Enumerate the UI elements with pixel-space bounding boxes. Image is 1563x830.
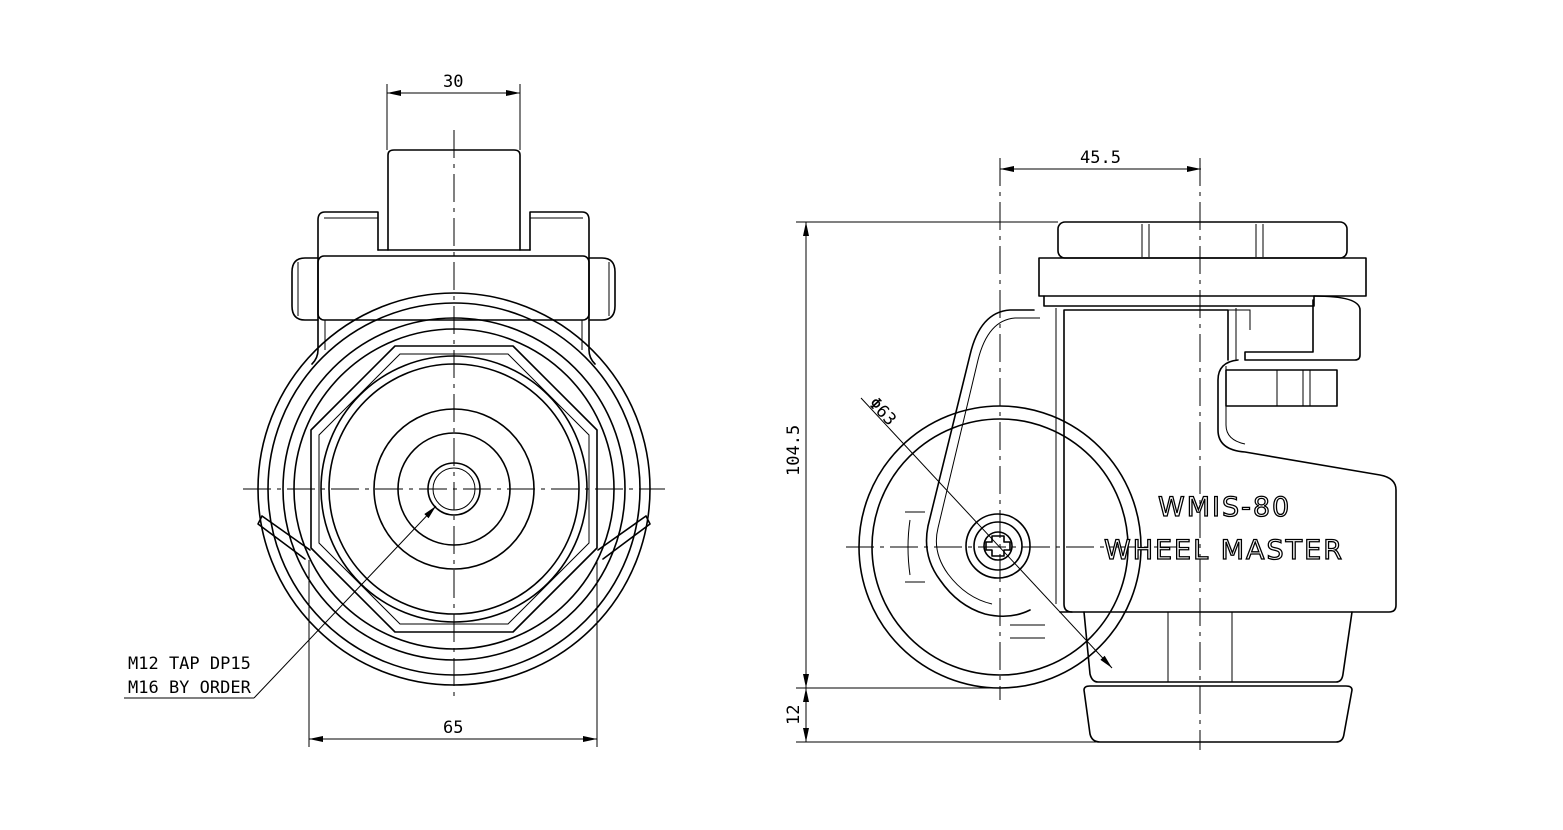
dim-wheel-diameter: Φ63 bbox=[864, 394, 900, 430]
dim-side-offset: 45.5 bbox=[1080, 148, 1121, 168]
side-view bbox=[846, 158, 1397, 750]
side-plate bbox=[1038, 257, 1367, 297]
front-view bbox=[243, 130, 665, 700]
front-knob-right bbox=[588, 257, 616, 321]
side-axle bbox=[965, 513, 1031, 579]
front-dimensions: 30 65 M12 TAP DP15 M16 BY ORDER bbox=[124, 72, 598, 747]
dim-side-foot: 12 bbox=[784, 705, 804, 725]
front-hex-nut bbox=[310, 345, 598, 633]
side-bottom-stem bbox=[1083, 611, 1353, 683]
dim-front-bottom-width: 65 bbox=[443, 718, 463, 738]
dim-front-top-width: 30 bbox=[443, 72, 463, 92]
side-foot bbox=[1083, 685, 1353, 743]
side-body bbox=[1063, 309, 1229, 613]
side-fork-arm bbox=[925, 309, 1035, 618]
front-knob-left bbox=[291, 257, 319, 321]
side-lever-block bbox=[1244, 295, 1361, 361]
dim-side-height: 104.5 bbox=[784, 425, 804, 476]
side-dimensions: 45.5 104.5 12 Φ63 bbox=[784, 148, 1201, 743]
tap-note-line1: M12 TAP DP15 bbox=[128, 654, 251, 674]
marking-model: WMIS-80 bbox=[1158, 492, 1291, 523]
tap-note-line2: M16 BY ORDER bbox=[128, 678, 252, 698]
marking-brand: WHEEL MASTER bbox=[1104, 535, 1344, 566]
side-top-cap bbox=[1057, 221, 1348, 259]
front-housing-top bbox=[311, 211, 379, 365]
side-lever-handle bbox=[1225, 369, 1338, 407]
side-lever bbox=[1059, 359, 1397, 613]
